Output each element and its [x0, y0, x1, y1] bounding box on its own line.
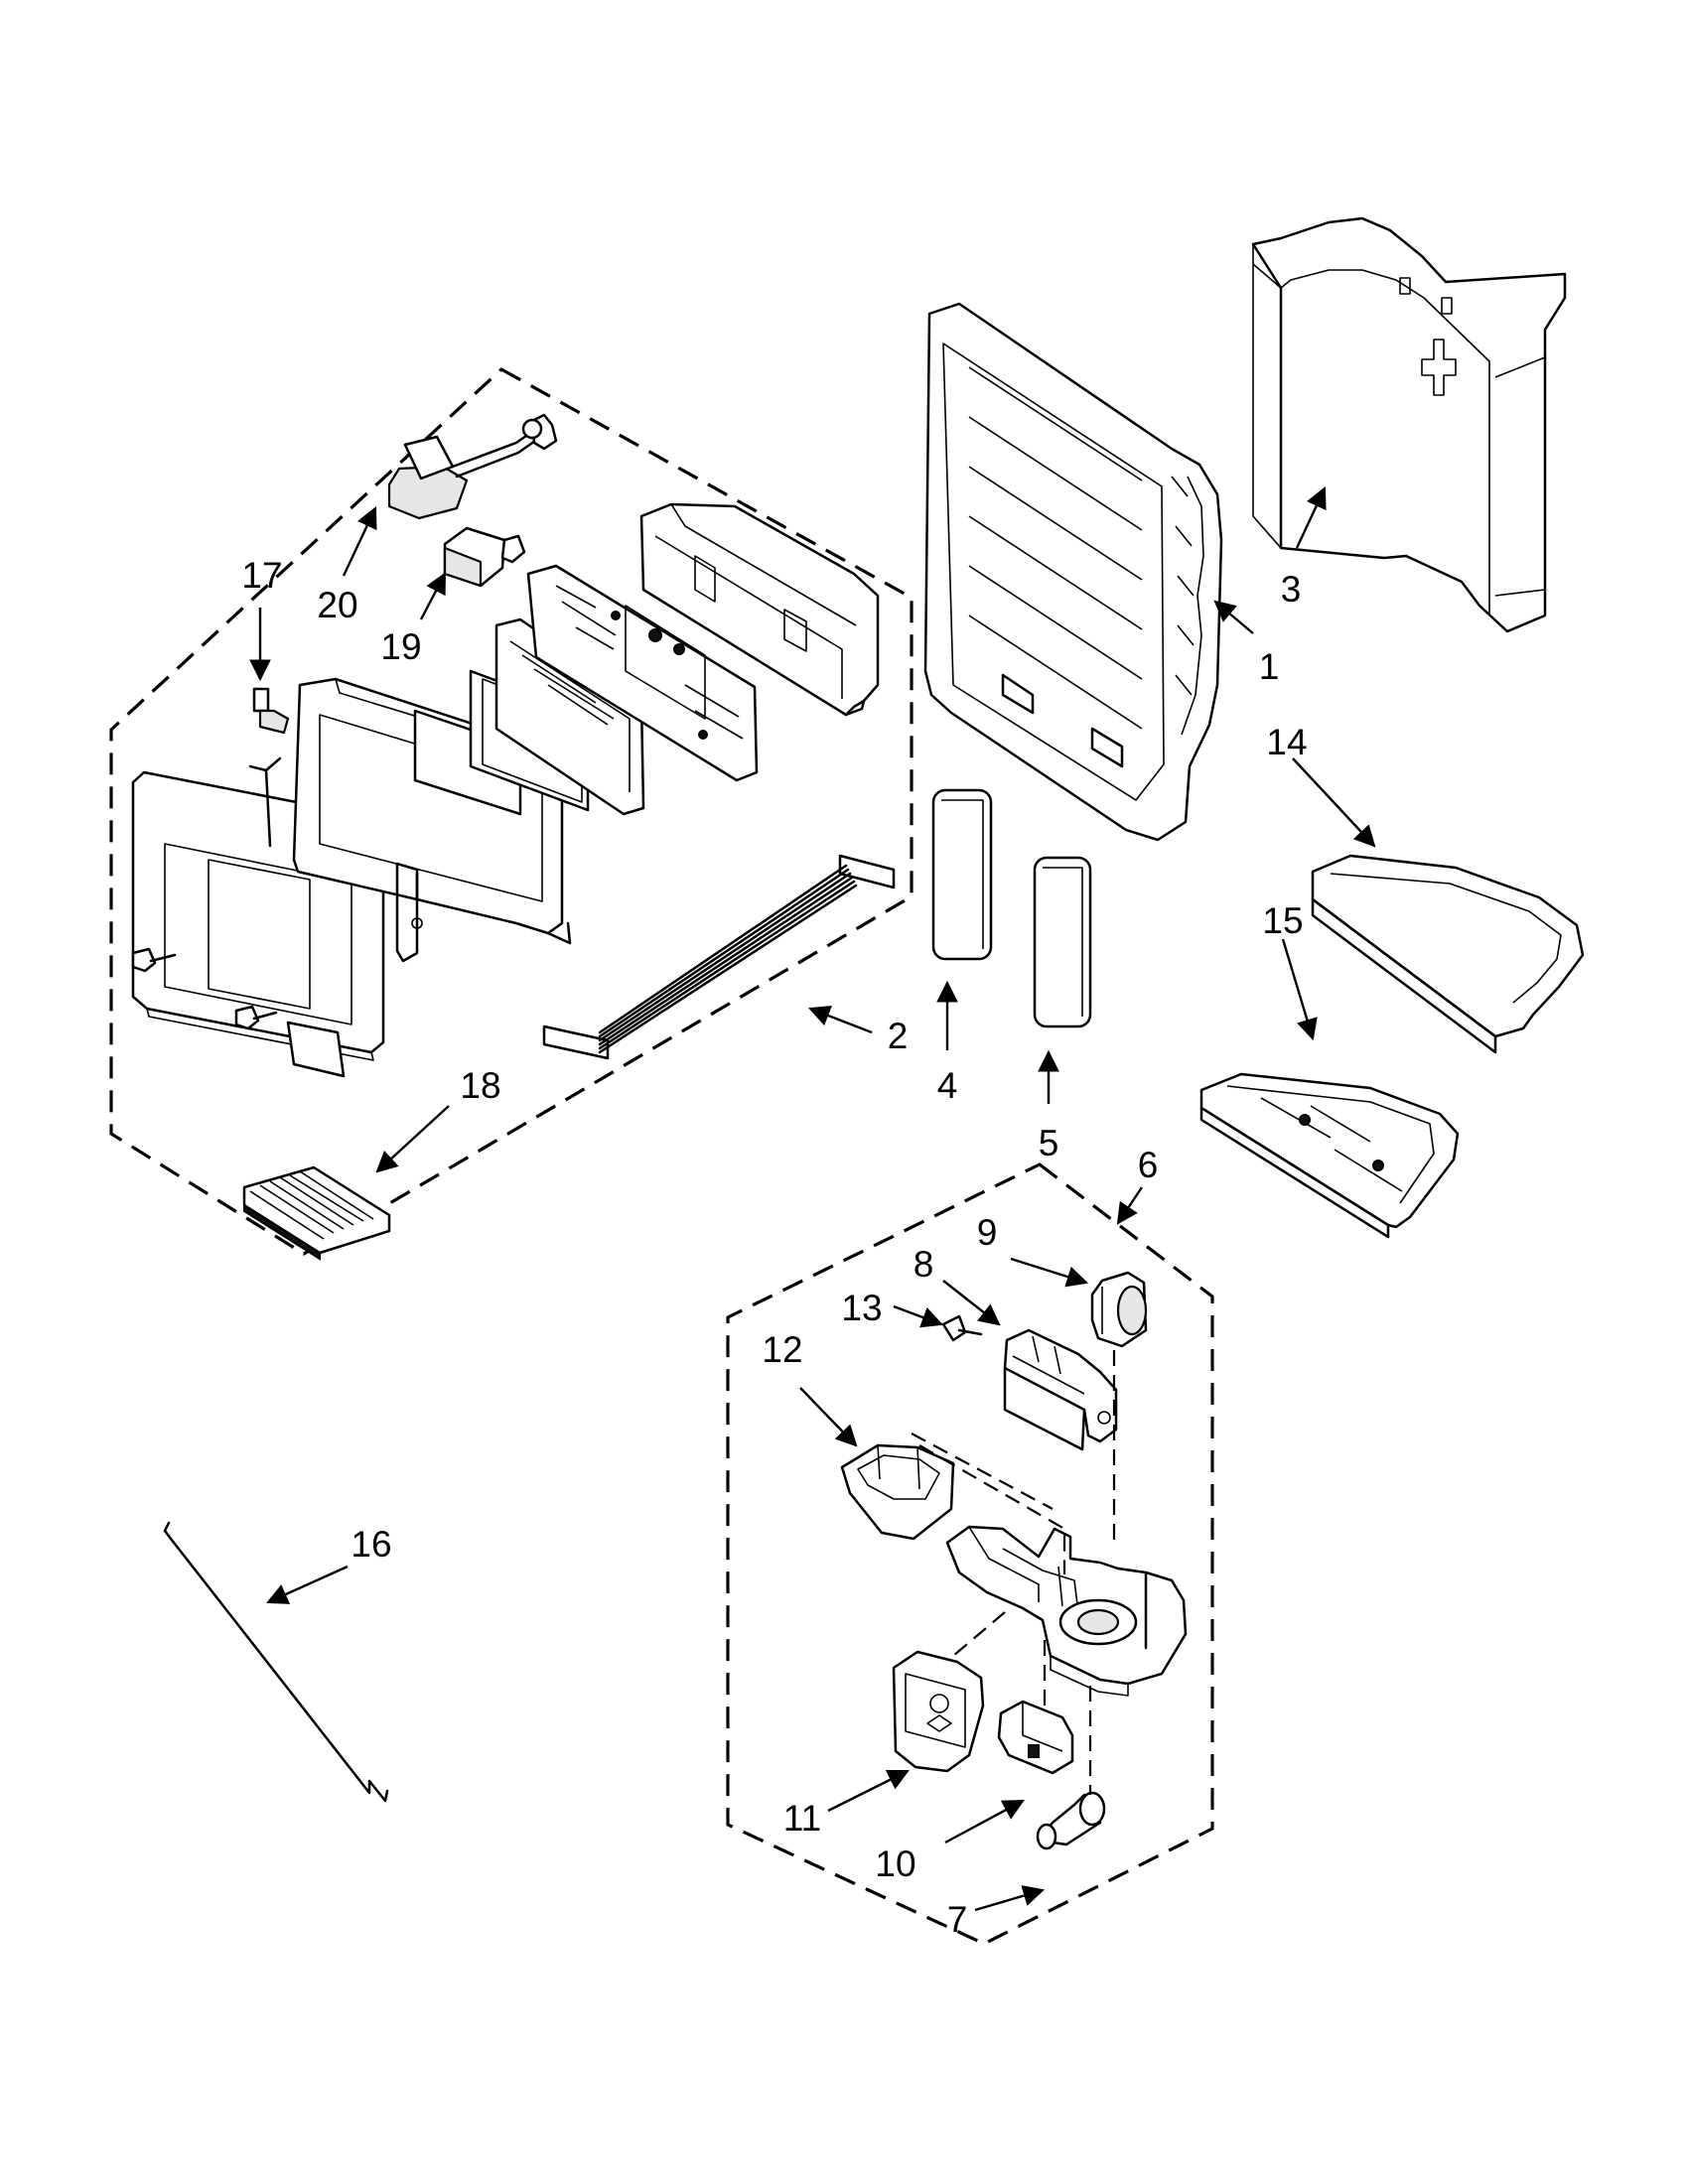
part-8-bracket — [1003, 1328, 1118, 1451]
part-19-connector — [443, 526, 526, 588]
callout-10: 10 — [875, 1843, 915, 1884]
part-13-screw — [941, 1314, 983, 1342]
callout-17: 17 — [241, 555, 282, 596]
part-11-cover-plate — [892, 1650, 985, 1773]
callout-7: 7 — [947, 1899, 968, 1940]
part-18-wire-connector — [242, 1165, 391, 1261]
callout-11: 11 — [783, 1798, 821, 1839]
callout-9: 9 — [977, 1212, 998, 1253]
control-assembly-group-outline — [109, 367, 914, 1256]
callout-labels: 1 2 3 4 5 6 7 8 9 10 11 12 13 14 15 16 1… — [241, 555, 1307, 1940]
part-20-sensor-harness — [387, 413, 558, 520]
callout-18: 18 — [460, 1065, 500, 1106]
callout-16: 16 — [351, 1524, 391, 1565]
part-7-elbow-fitting — [1036, 1791, 1106, 1850]
callout-6: 6 — [1138, 1145, 1159, 1185]
part-3-cover-panel — [1251, 216, 1567, 633]
callout-13: 13 — [841, 1288, 882, 1328]
callout-15: 15 — [1262, 900, 1303, 941]
callout-19: 19 — [380, 626, 421, 667]
callout-8: 8 — [914, 1244, 934, 1285]
part-9-motor — [1090, 1271, 1148, 1348]
dispenser-housing-group-outline — [726, 1162, 1214, 1946]
callout-12: 12 — [762, 1329, 802, 1370]
callout-4: 4 — [937, 1065, 958, 1106]
callout-20: 20 — [317, 585, 357, 625]
part-4-pad — [931, 788, 993, 961]
callout-14: 14 — [1266, 722, 1307, 762]
part-2-control-assembly — [131, 502, 896, 1078]
part-16-actuator-rod — [163, 1521, 389, 1803]
callout-3: 3 — [1281, 569, 1302, 610]
part-15-tray-base — [1199, 1072, 1460, 1239]
callout-2: 2 — [888, 1016, 909, 1056]
leader-arrows — [249, 486, 1376, 1912]
part-5-pad — [1033, 856, 1092, 1028]
part-6-dispenser-housing — [945, 1525, 1188, 1697]
part-14-drip-tray — [1311, 854, 1585, 1054]
part-1-dispenser-frame — [923, 302, 1223, 842]
callout-5: 5 — [1039, 1123, 1059, 1163]
part-12-chute — [840, 1443, 955, 1541]
part-6-alignment-lines — [911, 1350, 1116, 1795]
part-10-solenoid — [997, 1700, 1074, 1775]
callout-1: 1 — [1259, 646, 1280, 687]
part-17-switch — [252, 687, 290, 735]
